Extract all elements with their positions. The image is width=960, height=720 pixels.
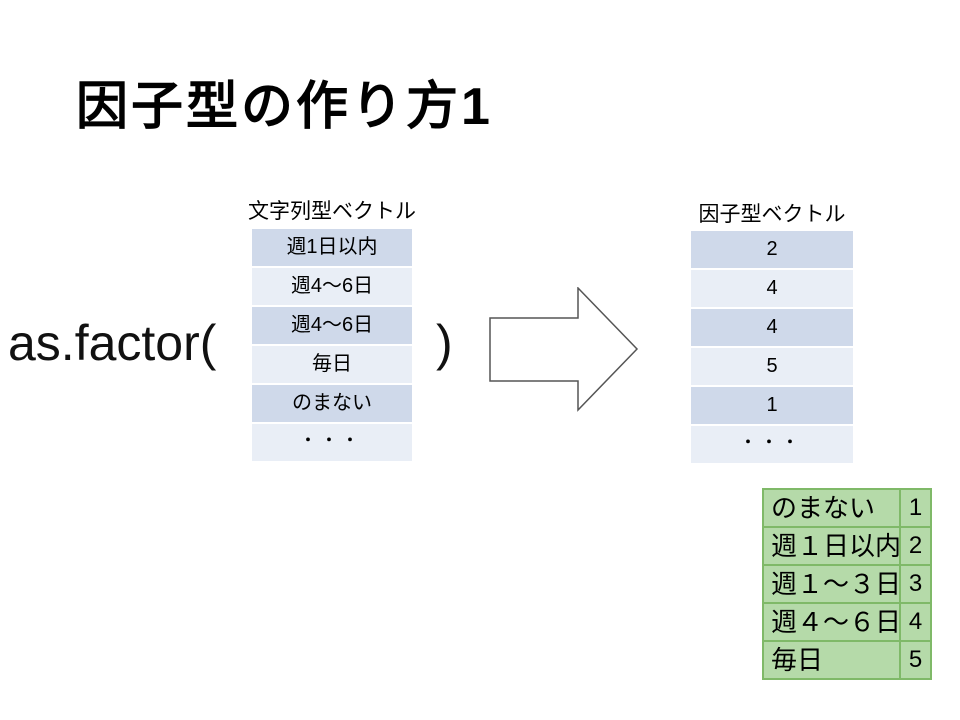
page-title: 因子型の作り方1 (76, 78, 493, 136)
level-code-cell: 5 (901, 642, 930, 678)
level-code-cell: 3 (901, 566, 930, 602)
level-name-cell: 毎日 (764, 642, 899, 678)
right-arrow-icon (489, 286, 639, 412)
factor-vector-row: 2 (691, 231, 853, 268)
factor-vector-table: 2 4 4 5 1 ・・・ (691, 231, 853, 465)
string-vector-label: 文字列型ベクトル (248, 200, 416, 223)
string-vector-table: 週1日以内 週4～6日 週4～6日 毎日 のまない ・・・ (252, 229, 412, 463)
factor-vector-row: 1 (691, 387, 853, 424)
string-vector-row: 週1日以内 (252, 229, 412, 266)
string-vector-row: のまない (252, 385, 412, 422)
factor-vector-row: 4 (691, 270, 853, 307)
string-vector-row: 毎日 (252, 346, 412, 383)
level-name-cell: のまない (764, 490, 899, 526)
factor-vector-row: 4 (691, 309, 853, 346)
string-vector-row: 週4～6日 (252, 268, 412, 305)
level-code-cell: 4 (901, 604, 930, 640)
factor-vector-ellipsis-row: ・・・ (691, 426, 853, 463)
r-expression-close-paren: ) (436, 315, 453, 371)
string-vector-row: 週4～6日 (252, 307, 412, 344)
level-name-cell: 週１～３日 (764, 566, 899, 602)
factor-vector-label: 因子型ベクトル (698, 203, 846, 226)
level-name-cell: 週１日以内 (764, 528, 899, 564)
level-name-cell: 週４～６日 (764, 604, 899, 640)
level-code-cell: 2 (901, 528, 930, 564)
level-code-cell: 1 (901, 490, 930, 526)
factor-levels-table: のまない 1 週１日以内 2 週１～３日 3 週４～６日 4 毎日 5 (762, 488, 932, 680)
string-vector-ellipsis-row: ・・・ (252, 424, 412, 461)
r-expression-prefix: as.factor( (8, 315, 217, 371)
factor-vector-row: 5 (691, 348, 853, 385)
